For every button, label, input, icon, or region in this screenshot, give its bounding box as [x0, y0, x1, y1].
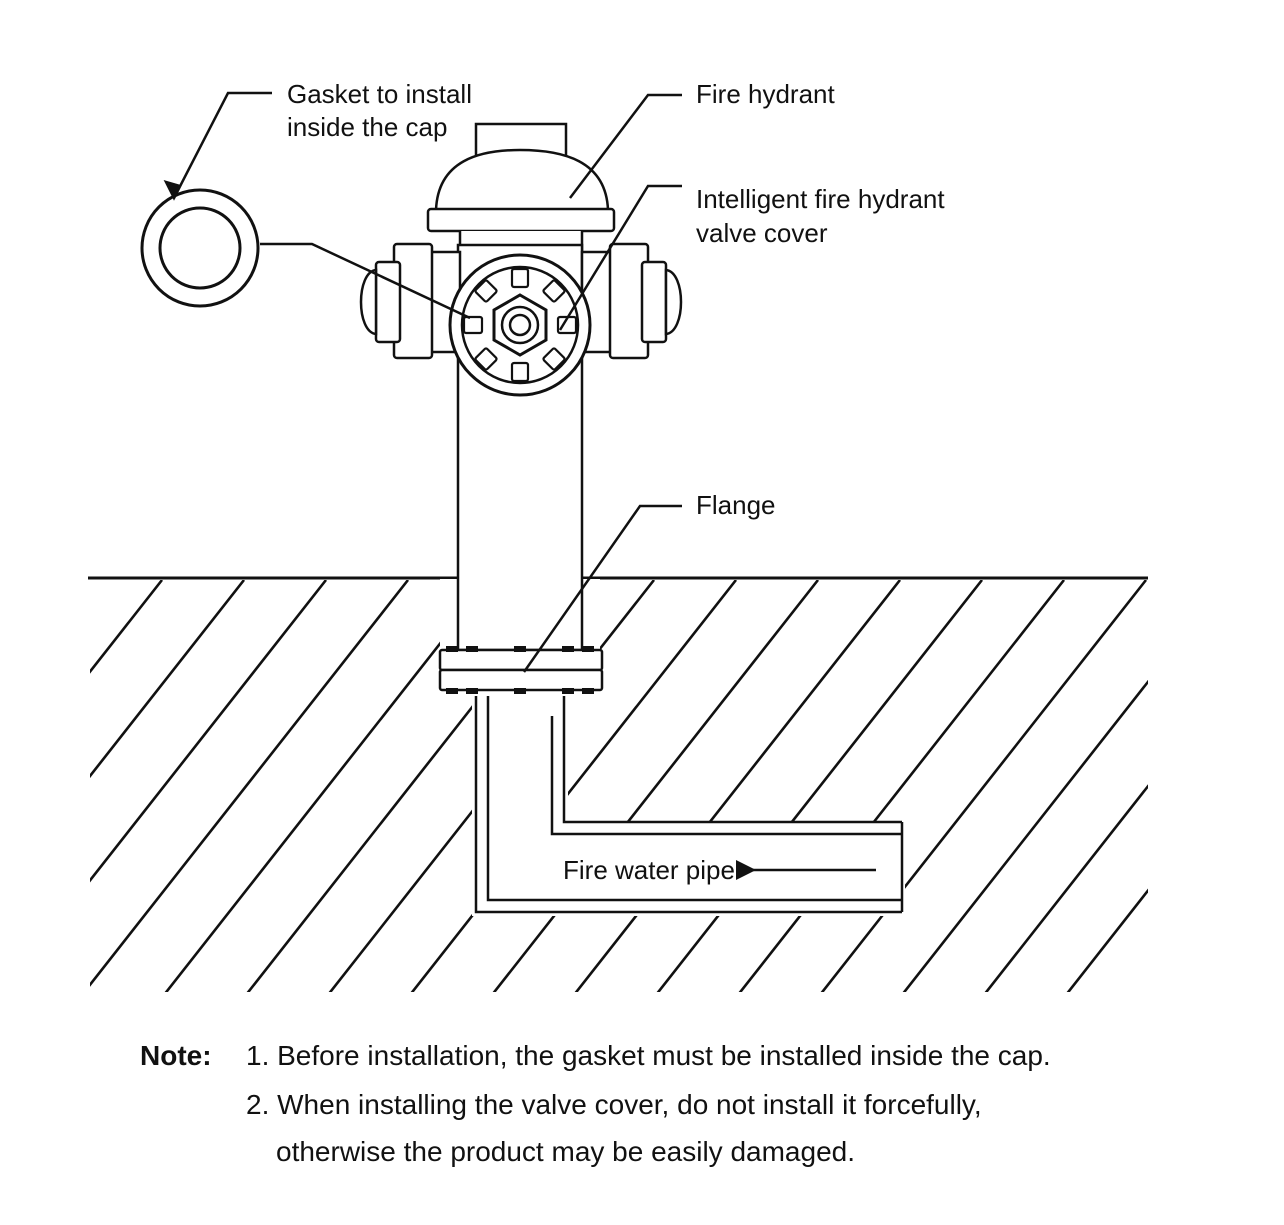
gasket-inner	[158, 206, 242, 290]
hydrant-bonnet	[434, 148, 610, 212]
hatch-line	[902, 679, 1148, 992]
pipe-outer-wall	[474, 696, 902, 914]
hatch-line	[1144, 580, 1284, 1000]
lower-flange-plate	[438, 668, 604, 692]
pipe-inner-left-wall	[486, 696, 902, 902]
left-outlet-ring	[374, 260, 402, 344]
valve-cover-label-line1: Intelligent fire hydrant	[696, 184, 945, 214]
gasket-leader-arrowhead	[163, 180, 182, 201]
hatch-line	[1066, 888, 1148, 992]
flange-label: Flange	[696, 490, 776, 520]
note-heading: Note:	[140, 1040, 212, 1071]
hatch-line	[574, 580, 902, 992]
hatch-line	[90, 580, 410, 987]
fire-water-pipe	[474, 696, 904, 914]
hatch-line	[0, 580, 80, 1000]
hatch-line	[1226, 580, 1284, 1000]
right-outlet-cap	[664, 268, 683, 336]
hatch-line	[738, 580, 1066, 992]
pipe-inner-right-wall	[550, 716, 902, 836]
note-item-2-line-1: 2. When installing the valve cover, do n…	[246, 1089, 982, 1120]
pipe-right-wall	[562, 696, 902, 824]
gasket-label-line2: inside the cap	[287, 112, 447, 142]
hatch-line	[90, 580, 246, 779]
valve-cover-leader	[558, 184, 682, 331]
upper-flange-plate	[438, 648, 604, 672]
gasket-leader	[172, 91, 272, 199]
gasket	[140, 188, 260, 308]
fire-water-pipe-label: Fire water pipe	[563, 855, 735, 885]
hatch-line	[656, 580, 984, 992]
note-item-2-line-2: otherwise the product may be easily dama…	[276, 1136, 855, 1167]
hatch-line	[820, 580, 1148, 992]
hydrant-installation-diagram: Gasket to install inside the cap Fire hy…	[0, 79, 1284, 1000]
note-item-1: 1. Before installation, the gasket must …	[246, 1040, 1051, 1071]
valve-cover-slots	[462, 267, 578, 383]
flange-leader	[522, 504, 682, 673]
hatch-line	[492, 580, 820, 992]
valve-cover-label-line2: valve cover	[696, 218, 828, 248]
hydrant-cap-rim	[426, 207, 616, 233]
gasket-label-line1: Gasket to install	[287, 79, 472, 109]
flange-bolts	[446, 646, 594, 694]
hatch-line	[164, 580, 492, 992]
valve-cover-center-hole	[508, 313, 532, 337]
hatch-line	[984, 784, 1148, 992]
gasket-to-cover-leader	[260, 242, 471, 320]
flange-joint	[438, 646, 604, 694]
left-outlet-cap	[359, 268, 378, 336]
hatch-line	[90, 580, 328, 883]
hatch-line	[90, 580, 164, 674]
soil-hatching	[0, 580, 1284, 1000]
hatch-line	[410, 580, 738, 992]
gasket-outer	[140, 188, 260, 308]
right-outlet-ring	[640, 260, 668, 344]
fire-hydrant	[359, 122, 683, 652]
leader-lines	[163, 91, 682, 673]
fire-hydrant-label: Fire hydrant	[696, 79, 835, 109]
fire-hydrant-leader	[569, 93, 682, 199]
